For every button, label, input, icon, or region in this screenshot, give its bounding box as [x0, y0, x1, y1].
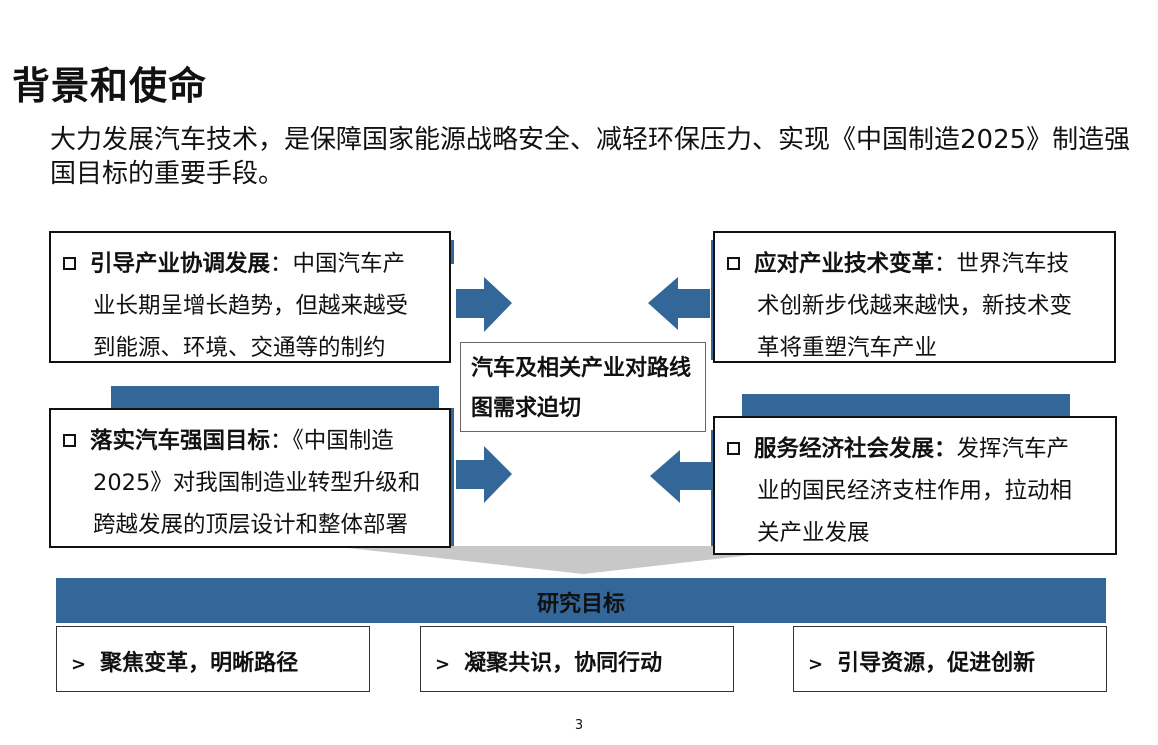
checkbox-square-icon	[63, 434, 76, 447]
arrow-right-bottom	[456, 446, 512, 503]
box-text-line1: 中国汽车产	[292, 251, 406, 277]
goal-box-1: > 聚焦变革，明晰路径	[56, 626, 370, 692]
box-economic-social: 服务经济社会发展：发挥汽车产 业的国民经济支柱作用，拉动相 关产业发展	[713, 416, 1117, 555]
box-text-line1: 《中国制造	[292, 428, 394, 454]
box-text-line2: 业长期呈增长趋势，但越来越受	[93, 293, 409, 319]
accent-bar-right-mid	[742, 394, 1070, 420]
box-separator: ：	[270, 428, 293, 454]
checkbox-square-icon	[63, 257, 76, 270]
arrow-bullet-icon: >	[71, 654, 87, 675]
box-industry-coordination: 引导产业协调发展：中国汽车产 业长期呈增长趋势，但越来越受 到能源、环境、交通等…	[49, 231, 451, 363]
box-auto-power-goal: 落实汽车强国目标：《中国制造 2025》对我国制造业转型升级和 跨越发展的顶层设…	[49, 408, 451, 548]
center-text-line1: 汽车及相关产业对路线	[471, 356, 692, 381]
arrow-bullet-icon: >	[435, 654, 451, 675]
research-goals-label: 研究目标	[536, 592, 625, 617]
accent-bar-left-side	[448, 408, 454, 548]
box-text-line1: 发挥汽车产	[956, 436, 1070, 462]
box-text-line3: 关产业发展	[757, 520, 870, 546]
box-text-line3: 革将重塑汽车产业	[757, 335, 938, 361]
box-separator: ：	[934, 251, 957, 277]
box-heading: 应对产业技术变革	[754, 251, 935, 277]
goal-box-3: > 引导资源，促进创新	[793, 626, 1107, 692]
arrow-bullet-icon: >	[808, 654, 824, 675]
arrow-left-top	[648, 277, 710, 330]
box-heading: 服务经济社会发展：	[754, 436, 957, 462]
box-tech-transformation: 应对产业技术变革：世界汽车技 术创新步伐越来越快，新技术变 革将重塑汽车产业	[713, 231, 1116, 363]
box-text-line3: 到能源、环境、交通等的制约	[93, 335, 386, 361]
box-text-line2: 2025》对我国制造业转型升级和	[93, 470, 421, 496]
box-separator: ：	[270, 251, 293, 277]
center-box: 汽车及相关产业对路线 图需求迫切	[460, 342, 706, 432]
page-title: 背景和使命	[12, 64, 208, 108]
checkbox-square-icon	[727, 257, 740, 270]
goal-text: 聚焦变革，明晰路径	[100, 651, 299, 676]
research-goals-bar: 研究目标	[56, 578, 1106, 623]
arrow-left-bottom	[650, 450, 712, 503]
arrow-right-top	[456, 277, 512, 332]
page-number: 3	[574, 718, 584, 733]
box-heading: 落实汽车强国目标	[90, 428, 271, 454]
box-text-line3: 跨越发展的顶层设计和整体部署	[93, 512, 409, 538]
goal-text: 凝聚共识，协同行动	[464, 651, 663, 676]
box-text-line2: 业的国民经济支柱作用，拉动相	[757, 478, 1073, 504]
accent-bar-left-top	[448, 240, 454, 264]
goal-box-2: > 凝聚共识，协同行动	[420, 626, 734, 692]
checkbox-square-icon	[727, 442, 740, 455]
box-text-line1: 世界汽车技	[956, 251, 1070, 277]
goal-text: 引导资源，促进创新	[837, 651, 1036, 676]
intro-text: 大力发展汽车技术，是保障国家能源战略安全、减轻环保压力、实现《中国制造2025》…	[50, 125, 1131, 189]
box-text-line2: 术创新步伐越来越快，新技术变	[757, 293, 1073, 319]
box-heading: 引导产业协调发展	[90, 251, 271, 277]
center-text-line2: 图需求迫切	[471, 396, 582, 421]
